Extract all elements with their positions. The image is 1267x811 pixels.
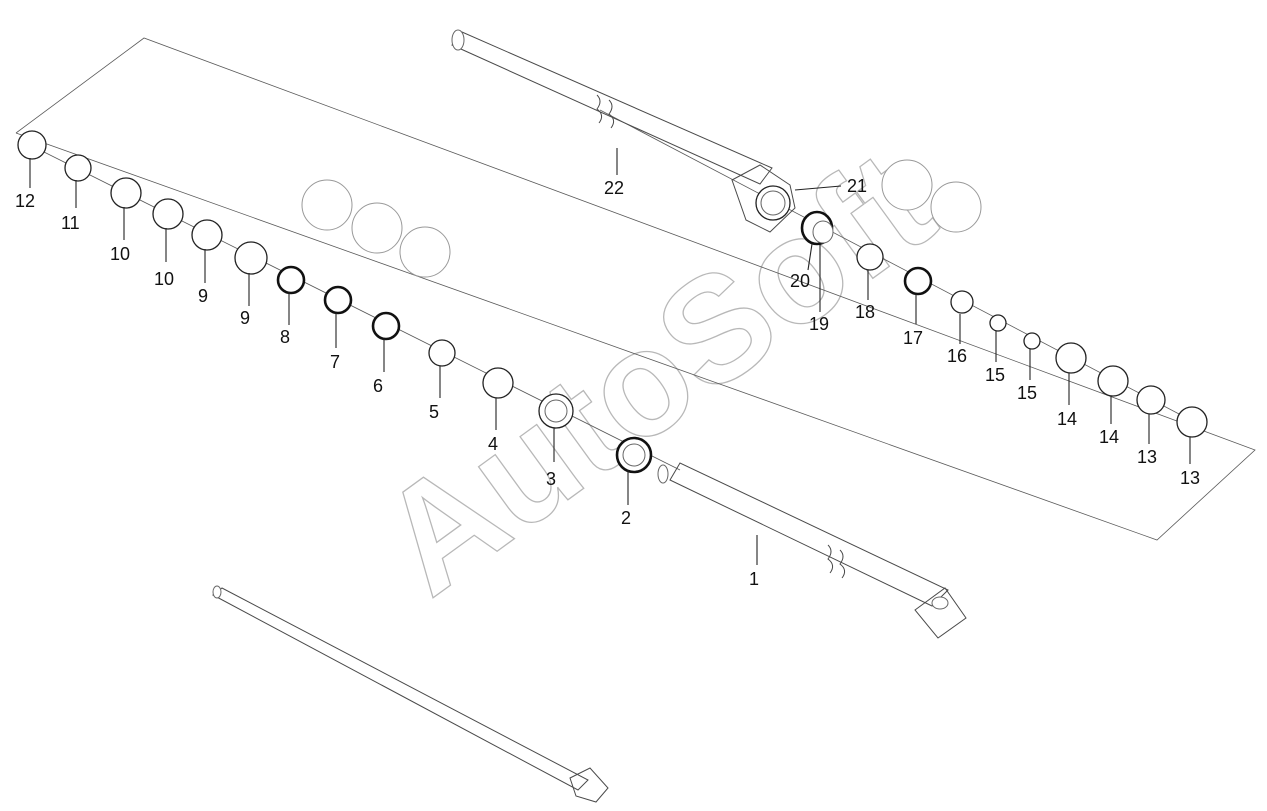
label-15b: 15 bbox=[1017, 383, 1037, 403]
label-6: 6 bbox=[373, 376, 383, 396]
part-13-ring-a bbox=[1136, 385, 1166, 415]
part-4-bushing bbox=[482, 367, 514, 399]
label-7: 7 bbox=[330, 352, 340, 372]
label-10a: 10 bbox=[110, 244, 130, 264]
part-5-bushing bbox=[428, 339, 456, 367]
assembled-rod bbox=[212, 585, 609, 803]
part-labels: 12 11 10 10 9 9 8 7 6 5 4 3 2 1 22 21 20… bbox=[15, 176, 1200, 589]
part-10-ring-b bbox=[152, 198, 184, 230]
label-4: 4 bbox=[488, 434, 498, 454]
part-11-ring bbox=[64, 154, 92, 182]
label-11: 11 bbox=[61, 213, 80, 233]
assembly-frame bbox=[15, 37, 1256, 541]
label-8: 8 bbox=[280, 327, 290, 347]
part-10-ring-a bbox=[110, 177, 142, 209]
label-10b: 10 bbox=[154, 269, 174, 289]
watermark: AutoSoft bbox=[350, 118, 961, 626]
part-16-ring bbox=[950, 290, 974, 314]
right-seal-rings bbox=[800, 210, 1208, 438]
label-3: 3 bbox=[546, 469, 556, 489]
label-15a: 15 bbox=[985, 365, 1005, 385]
label-13b: 13 bbox=[1180, 468, 1200, 488]
part-8-ring bbox=[276, 265, 306, 295]
label-22: 22 bbox=[604, 178, 624, 198]
part-12-ring bbox=[17, 130, 47, 160]
part-13-ring-b bbox=[1176, 406, 1208, 438]
label-14a: 14 bbox=[1057, 409, 1077, 429]
label-12: 12 bbox=[15, 191, 35, 211]
label-13a: 13 bbox=[1137, 447, 1157, 467]
label-16: 16 bbox=[947, 346, 967, 366]
part-17-ring bbox=[903, 266, 933, 296]
label-19: 19 bbox=[809, 314, 829, 334]
label-18: 18 bbox=[855, 302, 875, 322]
cylinder-barrel bbox=[451, 29, 796, 233]
label-9b: 9 bbox=[240, 308, 250, 328]
label-9a: 9 bbox=[198, 286, 208, 306]
part-14-ring-b bbox=[1097, 365, 1129, 397]
label-5: 5 bbox=[429, 402, 439, 422]
part-15-ring-a bbox=[989, 314, 1007, 332]
label-21: 21 bbox=[847, 176, 867, 196]
piston-rod bbox=[657, 462, 967, 639]
part-9-ring-a bbox=[191, 219, 223, 251]
section-detail-bubbles bbox=[301, 159, 982, 278]
part-15-ring-b bbox=[1023, 332, 1041, 350]
left-seal-rings bbox=[17, 130, 653, 474]
label-1: 1 bbox=[749, 569, 759, 589]
part-14-ring-a bbox=[1055, 342, 1087, 374]
label-2: 2 bbox=[621, 508, 631, 528]
part-9-ring-b bbox=[234, 241, 268, 275]
label-17: 17 bbox=[903, 328, 923, 348]
leader-lines bbox=[29, 148, 1191, 565]
label-14b: 14 bbox=[1099, 427, 1119, 447]
part-6-ring bbox=[371, 311, 401, 341]
part-18-ring bbox=[856, 243, 884, 271]
label-20: 20 bbox=[790, 271, 810, 291]
part-7-ring bbox=[323, 285, 353, 315]
